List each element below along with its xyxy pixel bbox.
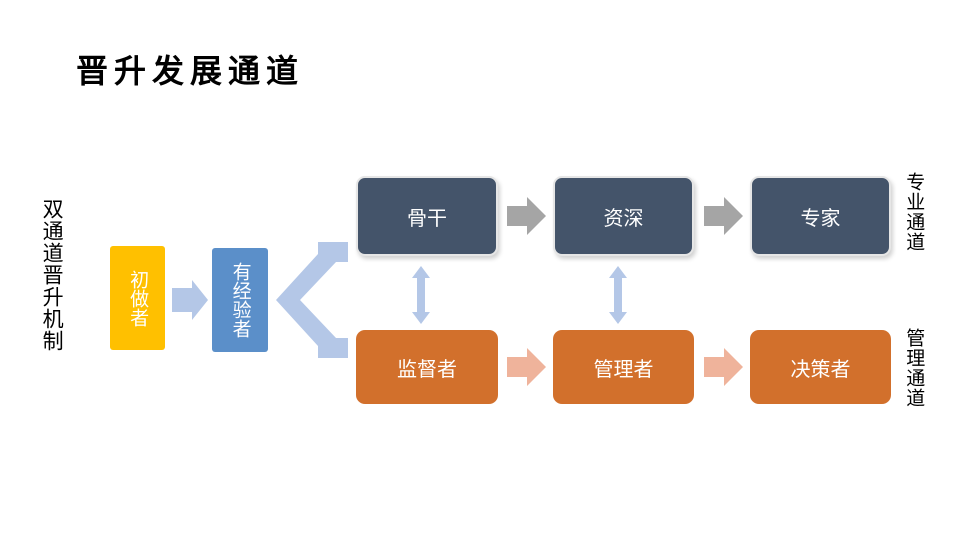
arrow-backbone-to-senior: [507, 197, 546, 235]
right-arrow-icon: [704, 197, 743, 235]
arrow-novice-to-experienced: [172, 280, 208, 320]
stage-box-senior[interactable]: 资深: [553, 176, 694, 256]
stage-box-novice[interactable]: 初做者: [110, 246, 165, 350]
stage-box-experienced[interactable]: 有经验者: [212, 248, 268, 352]
arrow-manager-to-decider: [704, 348, 743, 386]
stage-box-supervisor[interactable]: 监督者: [356, 330, 498, 404]
management-track-label: 管理通道: [903, 328, 925, 408]
double-arrow-icon: [609, 266, 627, 324]
stage-box-manager[interactable]: 管理者: [553, 330, 694, 404]
stage-box-backbone[interactable]: 骨干: [356, 176, 498, 256]
stage-box-expert[interactable]: 专家: [750, 176, 891, 256]
arrow-supervisor-to-manager: [507, 348, 546, 386]
stage-box-decider[interactable]: 决策者: [750, 330, 891, 404]
arrow-backbone-supervisor-bidirectional: [412, 266, 430, 324]
left-axis-label: 双通道晋升机制: [40, 198, 64, 352]
right-arrow-icon: [507, 197, 546, 235]
double-arrow-icon: [412, 266, 430, 324]
page-title: 晋升发展通道: [76, 53, 305, 89]
fork-arrow-icon: [276, 242, 348, 358]
right-arrow-icon: [507, 348, 546, 386]
arrow-senior-to-expert: [704, 197, 743, 235]
professional-track-label: 专业通道: [903, 172, 925, 252]
right-arrow-icon: [172, 280, 208, 320]
right-arrow-icon: [704, 348, 743, 386]
arrow-fork-split: [276, 242, 348, 358]
arrow-senior-manager-bidirectional: [609, 266, 627, 324]
